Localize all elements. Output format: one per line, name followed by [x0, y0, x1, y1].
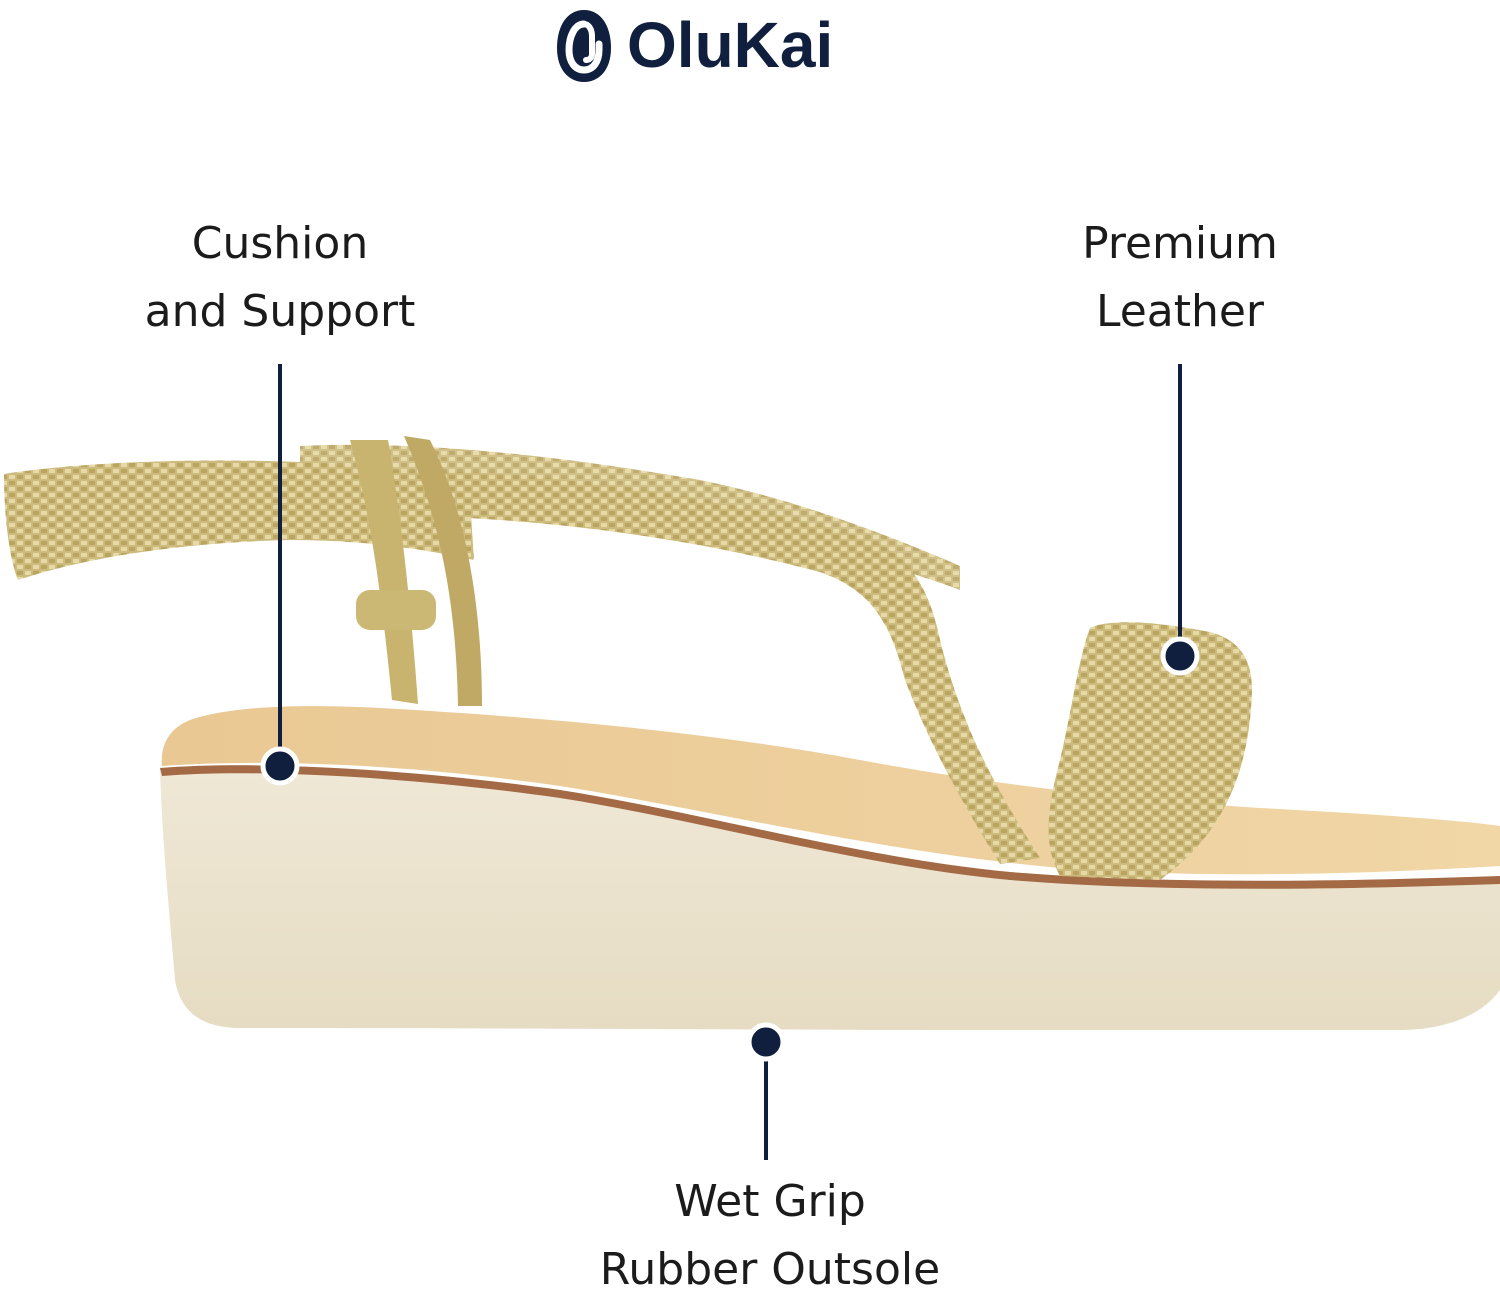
callout-cushion-line2: and Support	[144, 286, 416, 337]
callout-dot-outsole	[746, 1022, 786, 1062]
callout-leather-label: Premium Leather	[1040, 210, 1320, 346]
callout-dot-leather	[1160, 636, 1200, 676]
rubber-outsole	[160, 765, 1500, 1030]
callout-cushion-label: Cushion and Support	[130, 210, 430, 346]
callout-leather-line1: Premium	[1082, 218, 1278, 269]
thong-cord	[350, 440, 418, 704]
cord-knot	[356, 590, 436, 630]
instep-strap	[300, 444, 960, 590]
callout-cushion-line1: Cushion	[191, 218, 369, 269]
thong-cord	[404, 436, 482, 706]
brand-name: OluKai	[627, 9, 834, 81]
callout-outsole-label: Wet Grip Rubber Outsole	[560, 1168, 980, 1304]
callout-dot-cushion	[260, 746, 300, 786]
toe-strap	[1048, 622, 1252, 880]
callout-outsole-line1: Wet Grip	[674, 1176, 866, 1227]
callout-leather-line2: Leather	[1095, 286, 1265, 337]
fishhook-logo-icon	[557, 10, 611, 82]
callout-outsole-line2: Rubber Outsole	[599, 1244, 941, 1295]
brand-logo: OluKai	[553, 0, 833, 90]
cross-strap	[380, 470, 1040, 864]
